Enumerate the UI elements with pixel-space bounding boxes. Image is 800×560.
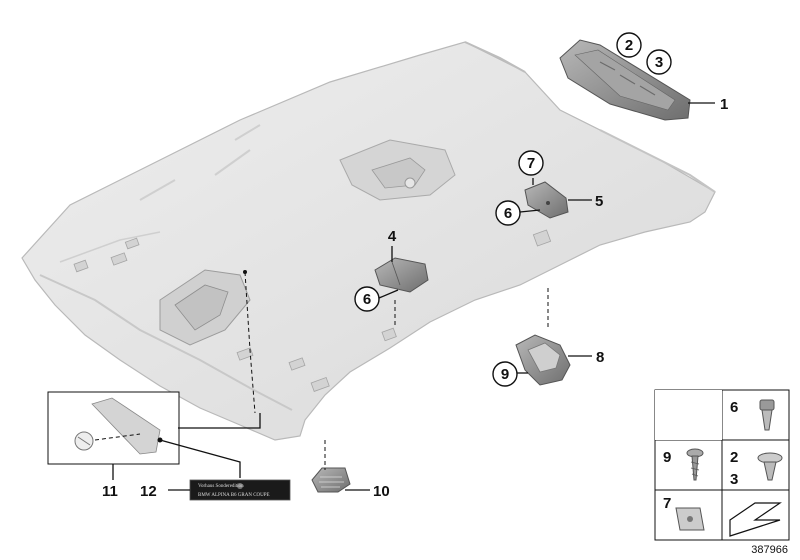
callout-12: 12 [140, 483, 157, 500]
svg-text:3: 3 [655, 54, 663, 71]
svg-text:6: 6 [730, 399, 738, 416]
callout-11: 11 [102, 483, 118, 500]
legend-cell-7: 7 [663, 495, 705, 531]
plate-line-2: BMW ALPINA B6 GRAN COUPE [198, 493, 270, 498]
legend-cell-arrow [729, 502, 782, 537]
bracket-left [374, 257, 429, 293]
callout-9: 9 [492, 361, 518, 387]
svg-text:2: 2 [625, 37, 633, 54]
callout-7: 7 [518, 150, 544, 176]
screw-icon [686, 448, 704, 481]
grab-handle [515, 334, 571, 386]
callout-1: 1 [720, 96, 728, 113]
legend-cell-9: 9 [663, 448, 704, 481]
detail-box-11 [47, 391, 180, 465]
callout-4: 4 [388, 228, 397, 245]
rear-handle-recess [159, 269, 251, 346]
front-trim-panel [559, 39, 691, 121]
callout-6-left: 6 [354, 286, 380, 312]
bracket-right [524, 181, 569, 219]
plate-line-1: Vorhaus Sonderedition [198, 484, 244, 489]
name-plate: Vorhaus Sonderedition BMW ALPINA B6 GRAN… [189, 479, 291, 501]
svg-text:6: 6 [363, 291, 371, 308]
svg-text:9: 9 [663, 449, 671, 466]
push-rivet-icon [759, 399, 775, 431]
callout-8: 8 [596, 349, 604, 366]
leader-lines [112, 102, 715, 491]
svg-text:3: 3 [730, 471, 738, 488]
clip-pockets [73, 229, 552, 392]
callout-3: 3 [646, 49, 672, 75]
svg-text:6: 6 [504, 205, 512, 222]
svg-text:9: 9 [501, 366, 509, 383]
document-number: 387966 [751, 544, 788, 556]
small-cover [311, 467, 351, 493]
center-console-recess [339, 139, 456, 201]
callout-6-right: 6 [495, 200, 521, 226]
legend-cell-2-3: 2 3 [730, 449, 783, 488]
svg-text:7: 7 [663, 495, 671, 512]
callout-2: 2 [616, 32, 642, 58]
callout-10: 10 [373, 483, 390, 500]
svg-text:7: 7 [527, 155, 535, 172]
clip-icon [757, 452, 783, 481]
svg-text:2: 2 [730, 449, 738, 466]
callout-5: 5 [595, 193, 603, 210]
speed-nut-icon [675, 507, 705, 531]
legend-cell-6: 6 [730, 399, 775, 431]
